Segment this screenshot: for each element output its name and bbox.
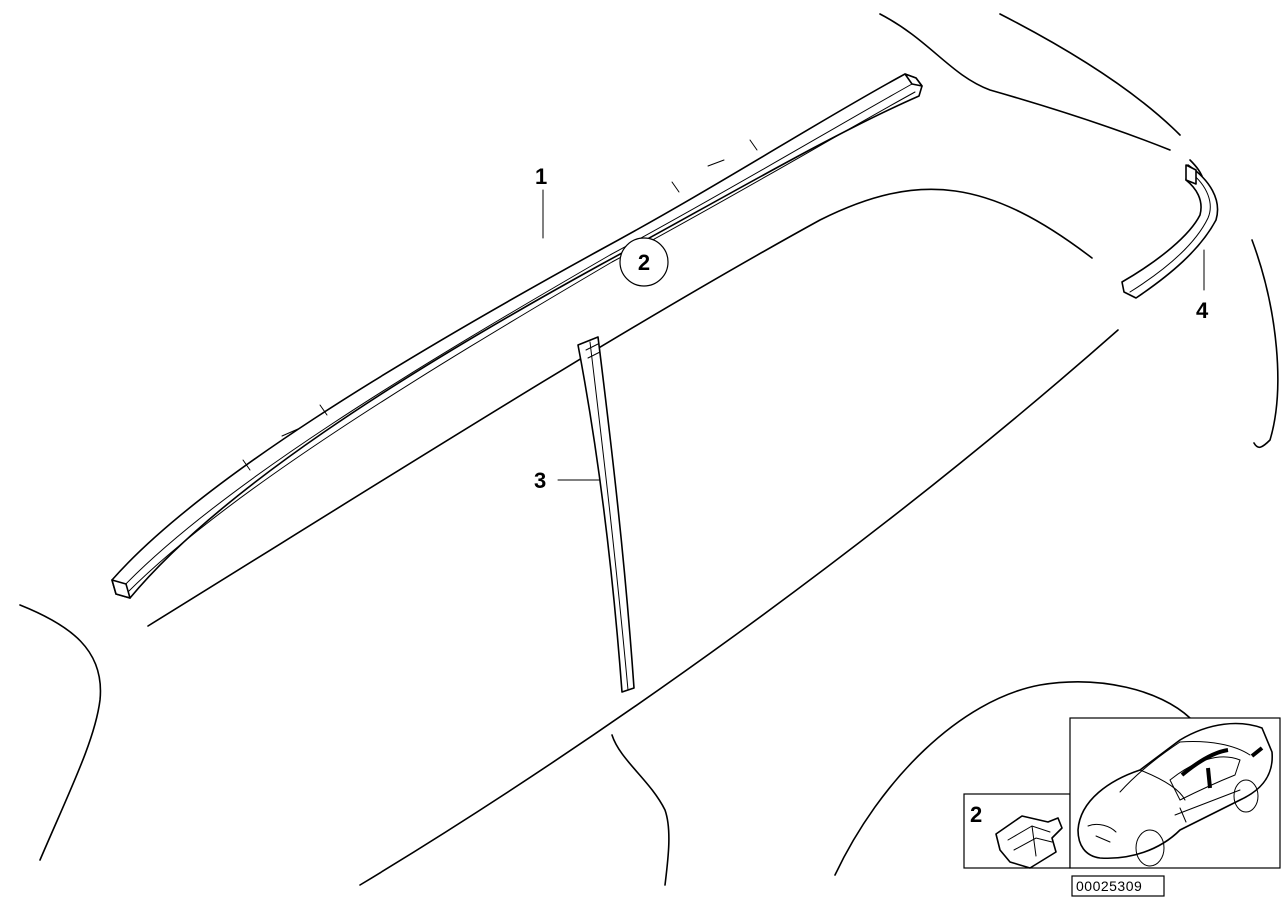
inset-clip-box: 2 bbox=[963, 793, 1071, 869]
callout-3: 3 bbox=[534, 468, 546, 493]
callout-2-circle: 2 bbox=[619, 237, 669, 287]
callout-1: 1 bbox=[535, 164, 547, 189]
part-3-pillar-trim bbox=[577, 336, 635, 693]
inset-clip-label: 2 bbox=[970, 802, 982, 827]
part-4-rear-trim bbox=[1121, 164, 1219, 299]
clip-icon bbox=[995, 815, 1063, 869]
reference-number-box: 00025309 bbox=[1071, 875, 1165, 897]
leader-lines bbox=[542, 189, 1205, 481]
reference-number: 00025309 bbox=[1076, 878, 1142, 894]
callout-2: 2 bbox=[638, 250, 650, 275]
inset-car-overview bbox=[1069, 717, 1281, 869]
car-body-outline bbox=[19, 13, 1279, 886]
part-1-roof-molding bbox=[111, 73, 923, 599]
callout-4: 4 bbox=[1196, 298, 1209, 323]
car-overview-icon bbox=[1077, 722, 1273, 867]
